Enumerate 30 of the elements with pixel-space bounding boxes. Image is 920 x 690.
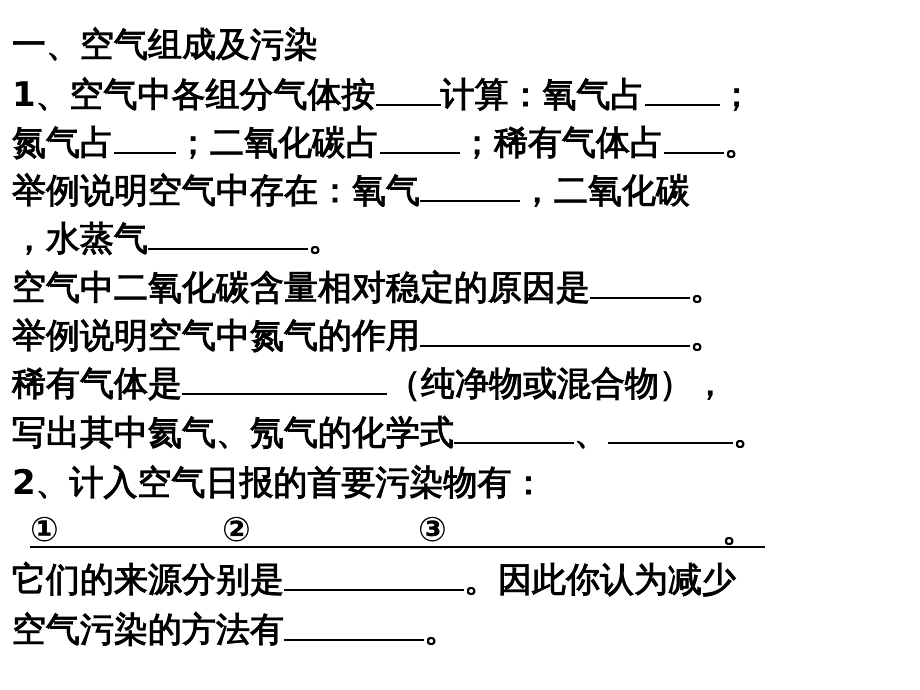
question-text: 它们的来源分别是 [12,560,284,600]
item-number: ① [30,509,59,552]
item-number: ② [222,509,251,552]
question-text: 写出其中氦气、氖气的化学式 [12,413,454,453]
question-text: 氮气占 [12,123,114,163]
question-text: ；稀有气体占 [460,123,664,163]
question-text: 计算：氧气占 [440,75,645,115]
question-text: 稀有气体是 [12,364,182,404]
question-text: 、 [574,413,608,453]
question-text: 。因此你认为减少 [464,560,736,600]
question-text: 举例说明空气中存在：氧气 [12,171,420,211]
question-text: （纯净物或混合物）， [387,364,727,404]
question-text: ； [720,75,754,115]
question-text: 。 [424,610,458,650]
question-text: ，二氧化碳 [520,171,690,211]
question-text: 。 [722,509,756,552]
question-text: 。 [690,316,724,356]
question-text: 举例说明空气中氮气的作用 [12,316,420,356]
question-text: 空气污染的方法有 [12,610,284,650]
question-text: 空气中二氧化碳含量相对稳定的原因是 [12,268,590,308]
question-text: 2、计入空气日报的首要污染物有： [12,463,546,503]
question-text: 。 [724,123,758,163]
worksheet-title: 一、空气组成及污染 [12,24,318,67]
item-number: ③ [418,509,447,552]
question-text: 。 [733,413,767,453]
question-text: 。 [308,219,342,259]
question-text: 1、空气中各组分气体按 [12,75,376,115]
question-text: 。 [690,268,724,308]
question-text: ，水蒸气 [12,219,148,259]
question-text: ；二氧化碳占 [176,123,380,163]
